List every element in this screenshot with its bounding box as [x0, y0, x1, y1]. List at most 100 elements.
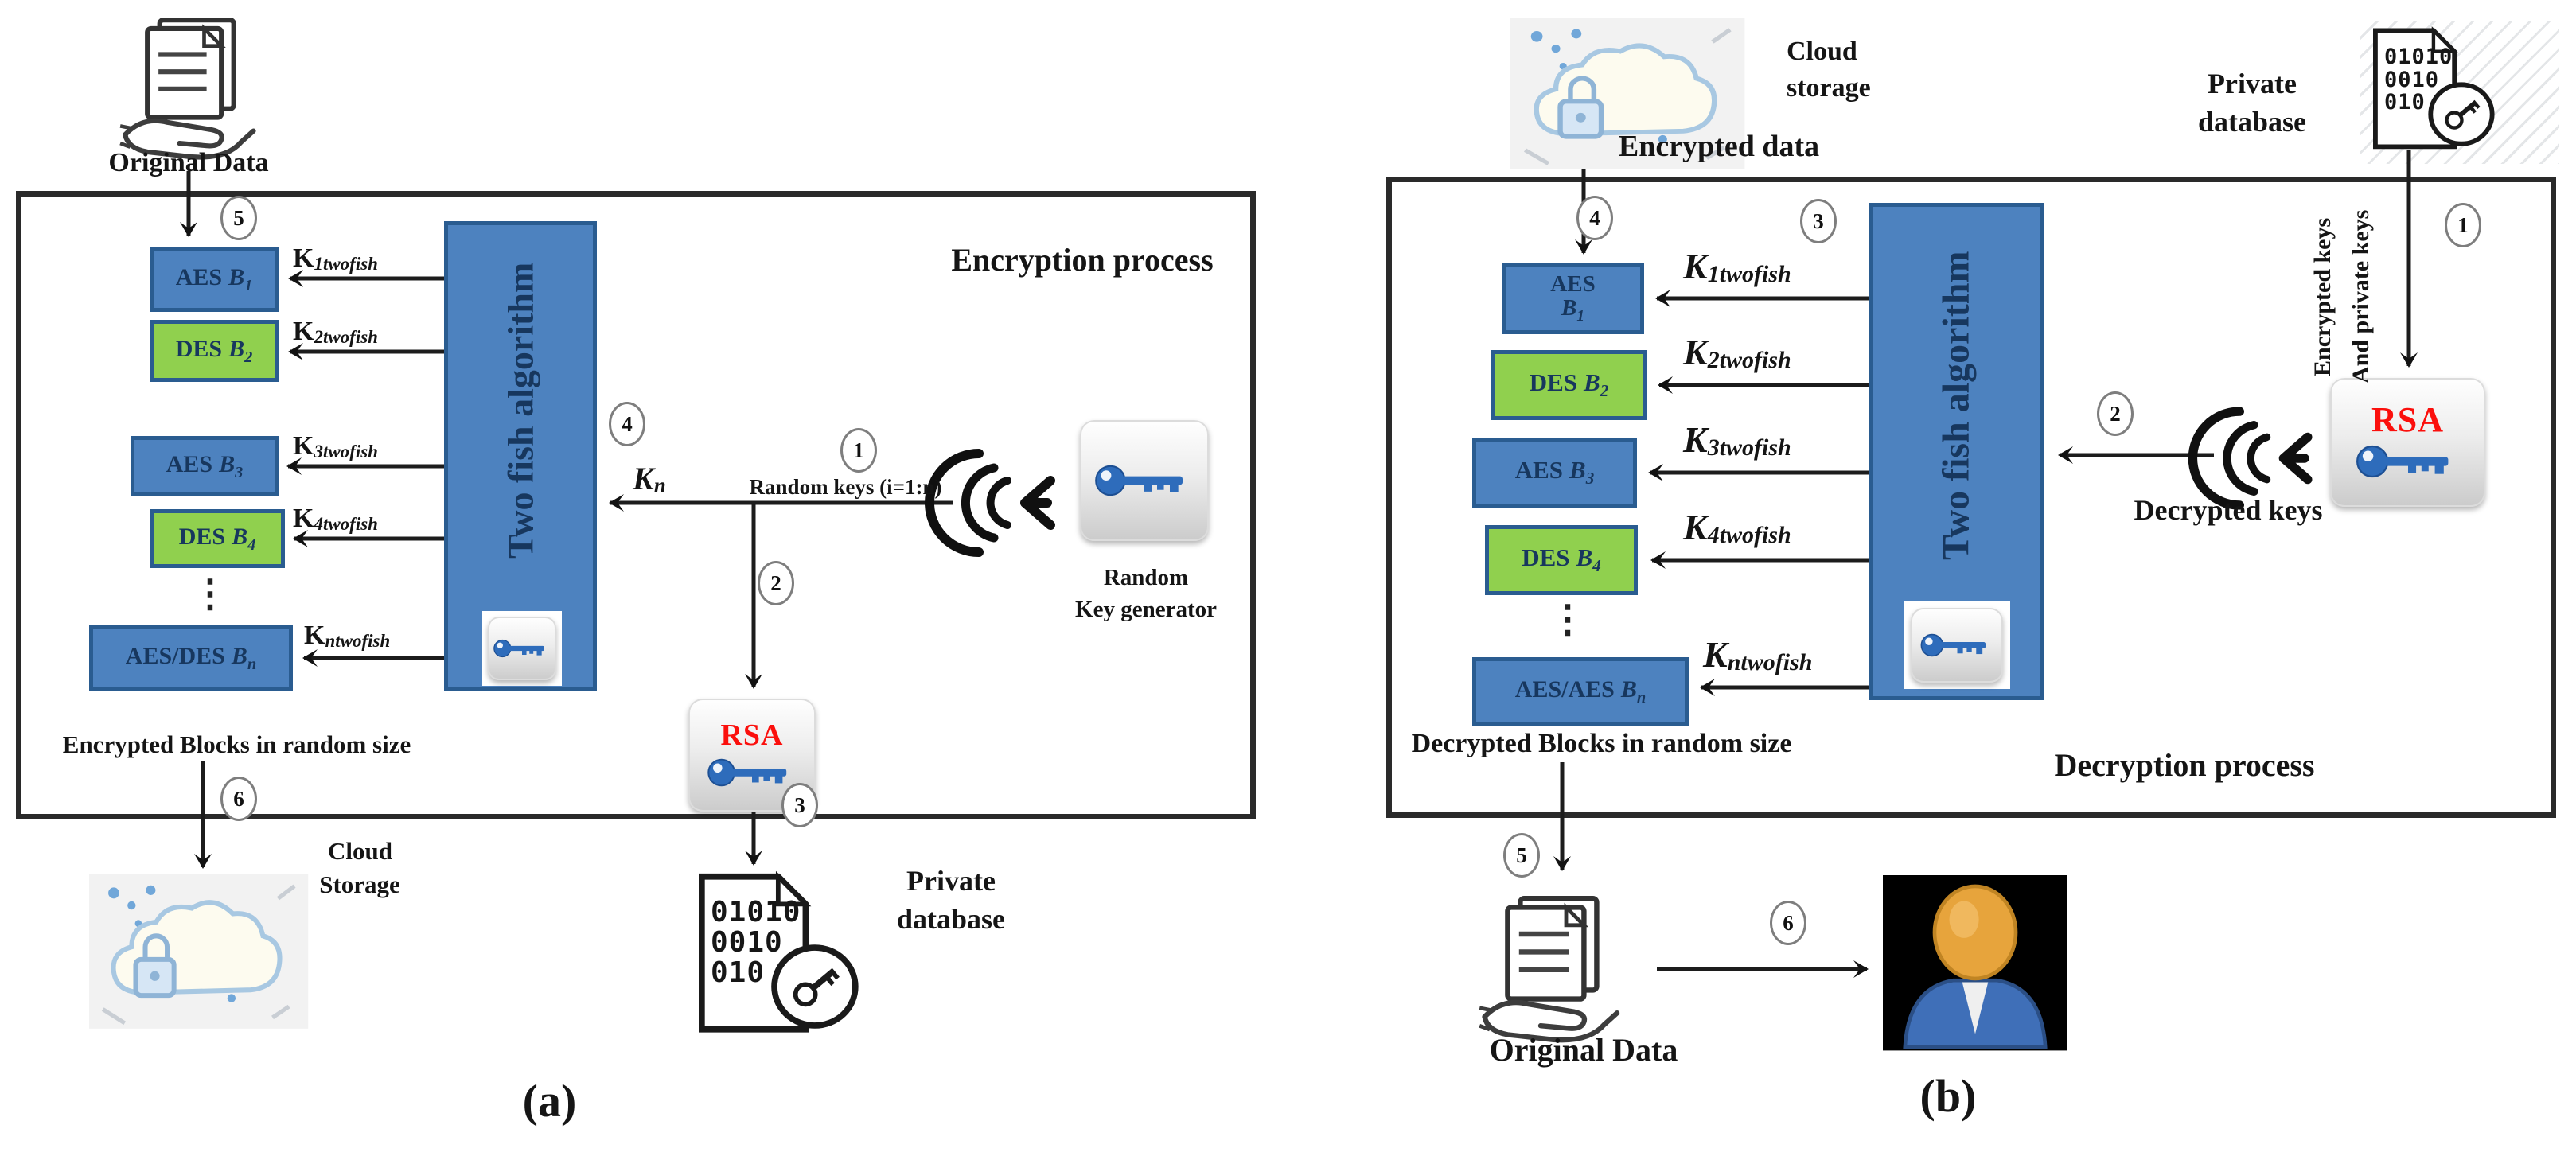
- block-var: B: [1584, 368, 1600, 397]
- step-1-circle-a: 1: [840, 428, 877, 473]
- random-keys-label-a: Random keys (i=1:n): [749, 475, 942, 499]
- key-label-k1-a: K1twofish: [293, 243, 378, 274]
- k-subscript: 4twofish: [314, 514, 378, 535]
- ellipsis-a: ⋮: [191, 573, 229, 615]
- block-algo: DES: [178, 523, 226, 550]
- k-subscript: 3twofish: [1707, 434, 1791, 461]
- key-label-kn-b: Kntwofish: [1703, 633, 1812, 676]
- k-subscript: 2twofish: [314, 327, 378, 348]
- block-algo: AES: [1550, 271, 1596, 298]
- k-subscript: 4twofish: [1707, 522, 1791, 549]
- block-var: B: [232, 523, 248, 550]
- block-var: B: [228, 335, 245, 362]
- key-icon: [707, 758, 788, 787]
- decrypted-keys-label-b: Decrypted keys: [2134, 494, 2323, 526]
- key-label-kn-a: Kntwofish: [304, 621, 390, 652]
- binary-line: 010: [2384, 90, 2426, 115]
- k-symbol: K: [633, 461, 654, 496]
- k-subscript: ntwofish: [1727, 649, 1813, 676]
- cloud-storage-image-a: [89, 874, 308, 1029]
- key-icon: [1095, 465, 1184, 496]
- k-symbol: K: [293, 243, 314, 273]
- panel-b-caption: (b): [1919, 1070, 1977, 1122]
- key-label-k3-b: K3twofish: [1683, 418, 1791, 461]
- block-algo: DES: [175, 335, 223, 362]
- panel-a-caption: (a): [522, 1075, 577, 1127]
- block-sub: n: [1636, 688, 1647, 707]
- binary-text-a: 01010 0010 010: [711, 897, 801, 988]
- random-key-generator-label-1: Random: [1103, 565, 1189, 590]
- twofish-key-tile-b: [1904, 601, 2010, 689]
- decryption-process-box: [1386, 177, 2556, 818]
- block-algo: AES/AES: [1514, 675, 1615, 703]
- k-symbol: K: [293, 431, 314, 461]
- rsa-label-a: RSA: [720, 718, 784, 752]
- private-database-label-2-b: database: [2197, 106, 2307, 138]
- original-data-icon-a: [120, 20, 253, 157]
- key-icon: [493, 639, 545, 658]
- private-database-label-1-a: Private: [906, 865, 996, 897]
- step-3-circle-b: 3: [1800, 199, 1837, 243]
- block-sub: n: [247, 655, 257, 673]
- cloud-storage-label-1-a: Cloud: [328, 837, 392, 865]
- key-label-k2-a: K2twofish: [293, 317, 378, 348]
- block-sub: 2: [1600, 381, 1609, 401]
- encrypted-blocks-caption-a: Encrypted Blocks in random size: [62, 730, 411, 758]
- binary-line: 0010: [2384, 67, 2440, 92]
- private-database-label-1-b: Private: [2208, 68, 2297, 99]
- block-algo: AES: [175, 263, 223, 290]
- user-avatar-b: [1883, 875, 2067, 1050]
- block-algo: DES: [1522, 543, 1570, 572]
- step-2-circle-a: 2: [758, 561, 794, 605]
- key-label-k2-b: K2twofish: [1683, 331, 1791, 374]
- k-subscript: 1twofish: [1707, 261, 1791, 288]
- block-sub: 3: [235, 463, 244, 481]
- key-label-k1-b: K1twofish: [1683, 245, 1791, 288]
- block-sub: 2: [244, 348, 253, 366]
- k-subscript: 1twofish: [314, 254, 378, 274]
- key-icon: [1920, 633, 1986, 657]
- step-5-circle-a: 5: [220, 196, 257, 240]
- block-algo: AES: [166, 450, 213, 477]
- binary-line: 010: [711, 956, 766, 990]
- k-symbol: K: [1683, 246, 1708, 286]
- block-var: B: [219, 450, 236, 477]
- block-var: B: [231, 642, 247, 669]
- k-symbol: K: [293, 504, 314, 533]
- k-subscript: ntwofish: [325, 631, 391, 652]
- k-symbol: K: [1703, 634, 1728, 675]
- block-algo: AES/DES: [125, 642, 225, 669]
- step-1-circle-b: 1: [2445, 203, 2481, 247]
- block-var: B: [1569, 456, 1586, 485]
- panel-a-title: Encryption process: [951, 242, 1214, 278]
- rsa-label-b: RSA: [2371, 400, 2445, 439]
- kn-arrow-label-a: Kn: [633, 460, 666, 498]
- block-var: B: [1620, 675, 1637, 703]
- twofish-label-a: Two fish algorithm: [500, 262, 541, 559]
- encrypted-data-label-b: Encrypted data: [1618, 130, 1820, 163]
- random-key-generator-label-2: Key generator: [1075, 597, 1217, 622]
- binary-line: 01010: [711, 896, 801, 928]
- binary-line: 0010: [711, 926, 783, 960]
- encryption-process-box: [16, 191, 1256, 819]
- cloud-storage-label-1-b: Cloud: [1787, 37, 1857, 66]
- encrypted-keys-vertical-label-1-b: Encrypted keys: [2309, 217, 2336, 376]
- step-3-circle-a: 3: [781, 783, 818, 827]
- step-5-circle-b: 5: [1503, 833, 1540, 878]
- binary-text-b: 01010 0010 010: [2384, 45, 2453, 115]
- block-algo: DES: [1529, 368, 1578, 397]
- encrypted-keys-vertical-label-2-b: And private keys: [2348, 209, 2374, 383]
- k-symbol: K: [304, 621, 325, 650]
- k-symbol: K: [1683, 332, 1708, 372]
- k-symbol: K: [1683, 419, 1708, 460]
- private-database-label-2-a: database: [896, 903, 1006, 935]
- twofish-key-tile-a: [482, 611, 562, 686]
- original-data-icon-b: [1479, 898, 1617, 1040]
- key-label-k3-a: K3twofish: [293, 431, 378, 462]
